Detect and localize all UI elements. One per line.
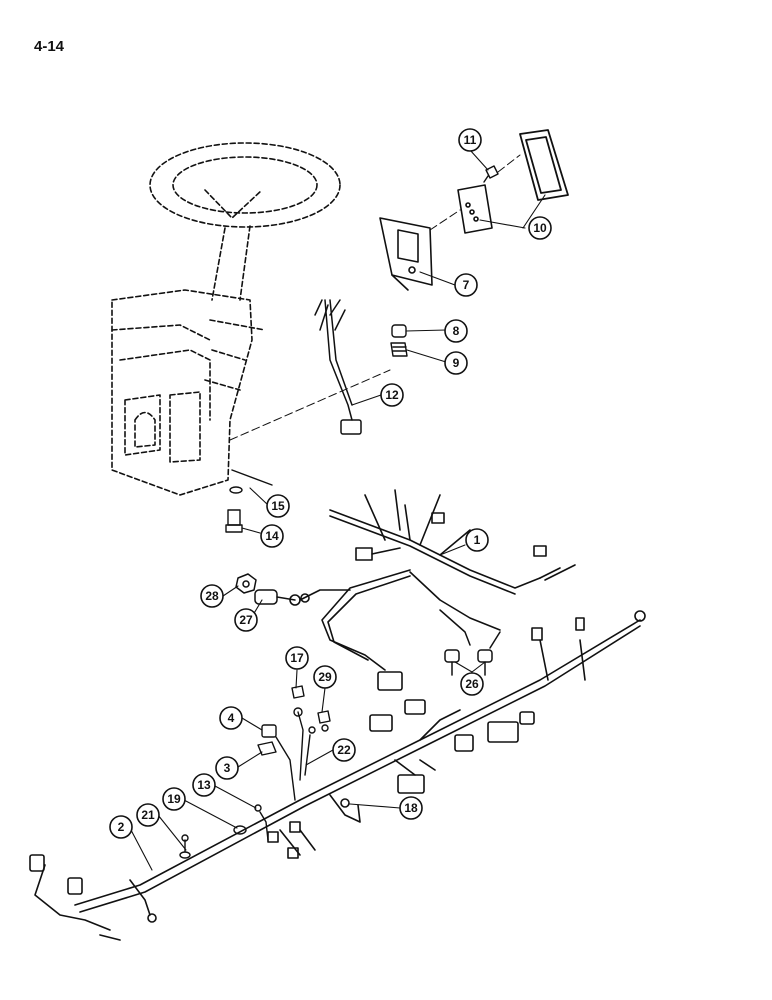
bezel bbox=[519, 129, 569, 201]
bulb-sockets bbox=[390, 324, 408, 357]
svg-text:17: 17 bbox=[290, 651, 304, 665]
svg-text:18: 18 bbox=[404, 801, 418, 815]
callout-10: 10 bbox=[528, 216, 552, 240]
callout-9: 9 bbox=[444, 351, 468, 375]
steering-console-outline bbox=[111, 142, 341, 496]
callout-28: 28 bbox=[200, 584, 224, 608]
callout-14: 14 bbox=[260, 524, 284, 548]
svg-text:8: 8 bbox=[453, 324, 460, 338]
callout-11: 11 bbox=[458, 128, 482, 152]
svg-text:7: 7 bbox=[463, 278, 470, 292]
callout-27: 27 bbox=[234, 608, 258, 632]
callout-19: 19 bbox=[162, 787, 186, 811]
gauge-panel bbox=[457, 184, 493, 234]
switch-27 bbox=[254, 589, 296, 605]
callout-22: 22 bbox=[332, 738, 356, 762]
callout-12: 12 bbox=[380, 383, 404, 407]
screw bbox=[483, 165, 499, 183]
callout-8: 8 bbox=[444, 319, 468, 343]
small-components bbox=[179, 685, 331, 859]
callout-17: 17 bbox=[285, 646, 309, 670]
page-number: 4-14 bbox=[34, 38, 65, 55]
callout-18: 18 bbox=[399, 796, 423, 820]
instrument-bracket bbox=[379, 217, 433, 291]
instrument-leader-lines bbox=[229, 154, 521, 441]
svg-text:22: 22 bbox=[337, 743, 351, 757]
svg-text:11: 11 bbox=[464, 133, 477, 147]
callout-26: 26 bbox=[460, 672, 484, 696]
svg-text:19: 19 bbox=[167, 792, 181, 806]
callout-7: 7 bbox=[454, 273, 478, 297]
callout-15: 15 bbox=[266, 494, 290, 518]
lower-harness bbox=[29, 610, 646, 941]
svg-text:14: 14 bbox=[265, 529, 279, 543]
callout-4: 4 bbox=[219, 706, 243, 730]
main-harness bbox=[289, 489, 576, 691]
callout-2: 2 bbox=[109, 815, 133, 839]
svg-text:12: 12 bbox=[385, 388, 399, 402]
svg-text:26: 26 bbox=[465, 677, 479, 691]
callout-21: 21 bbox=[136, 803, 160, 827]
svg-text:2: 2 bbox=[118, 820, 125, 834]
svg-text:27: 27 bbox=[239, 613, 253, 627]
console-bolt bbox=[225, 469, 273, 533]
svg-text:15: 15 bbox=[271, 499, 285, 513]
callout-29: 29 bbox=[313, 665, 337, 689]
svg-text:13: 13 bbox=[197, 778, 211, 792]
callout-13: 13 bbox=[192, 773, 216, 797]
svg-text:28: 28 bbox=[205, 589, 219, 603]
svg-text:21: 21 bbox=[141, 808, 155, 822]
callout-3: 3 bbox=[215, 756, 239, 780]
svg-text:9: 9 bbox=[453, 356, 460, 370]
nut-28 bbox=[235, 573, 257, 594]
svg-text:10: 10 bbox=[533, 221, 547, 235]
callout-1: 1 bbox=[465, 528, 489, 552]
svg-text:3: 3 bbox=[224, 761, 231, 775]
leader-lines bbox=[130, 149, 546, 871]
svg-text:4: 4 bbox=[228, 711, 235, 725]
svg-text:1: 1 bbox=[474, 533, 481, 547]
svg-text:29: 29 bbox=[318, 670, 332, 684]
sender-switches bbox=[439, 609, 501, 676]
instrument-lead bbox=[314, 299, 362, 435]
